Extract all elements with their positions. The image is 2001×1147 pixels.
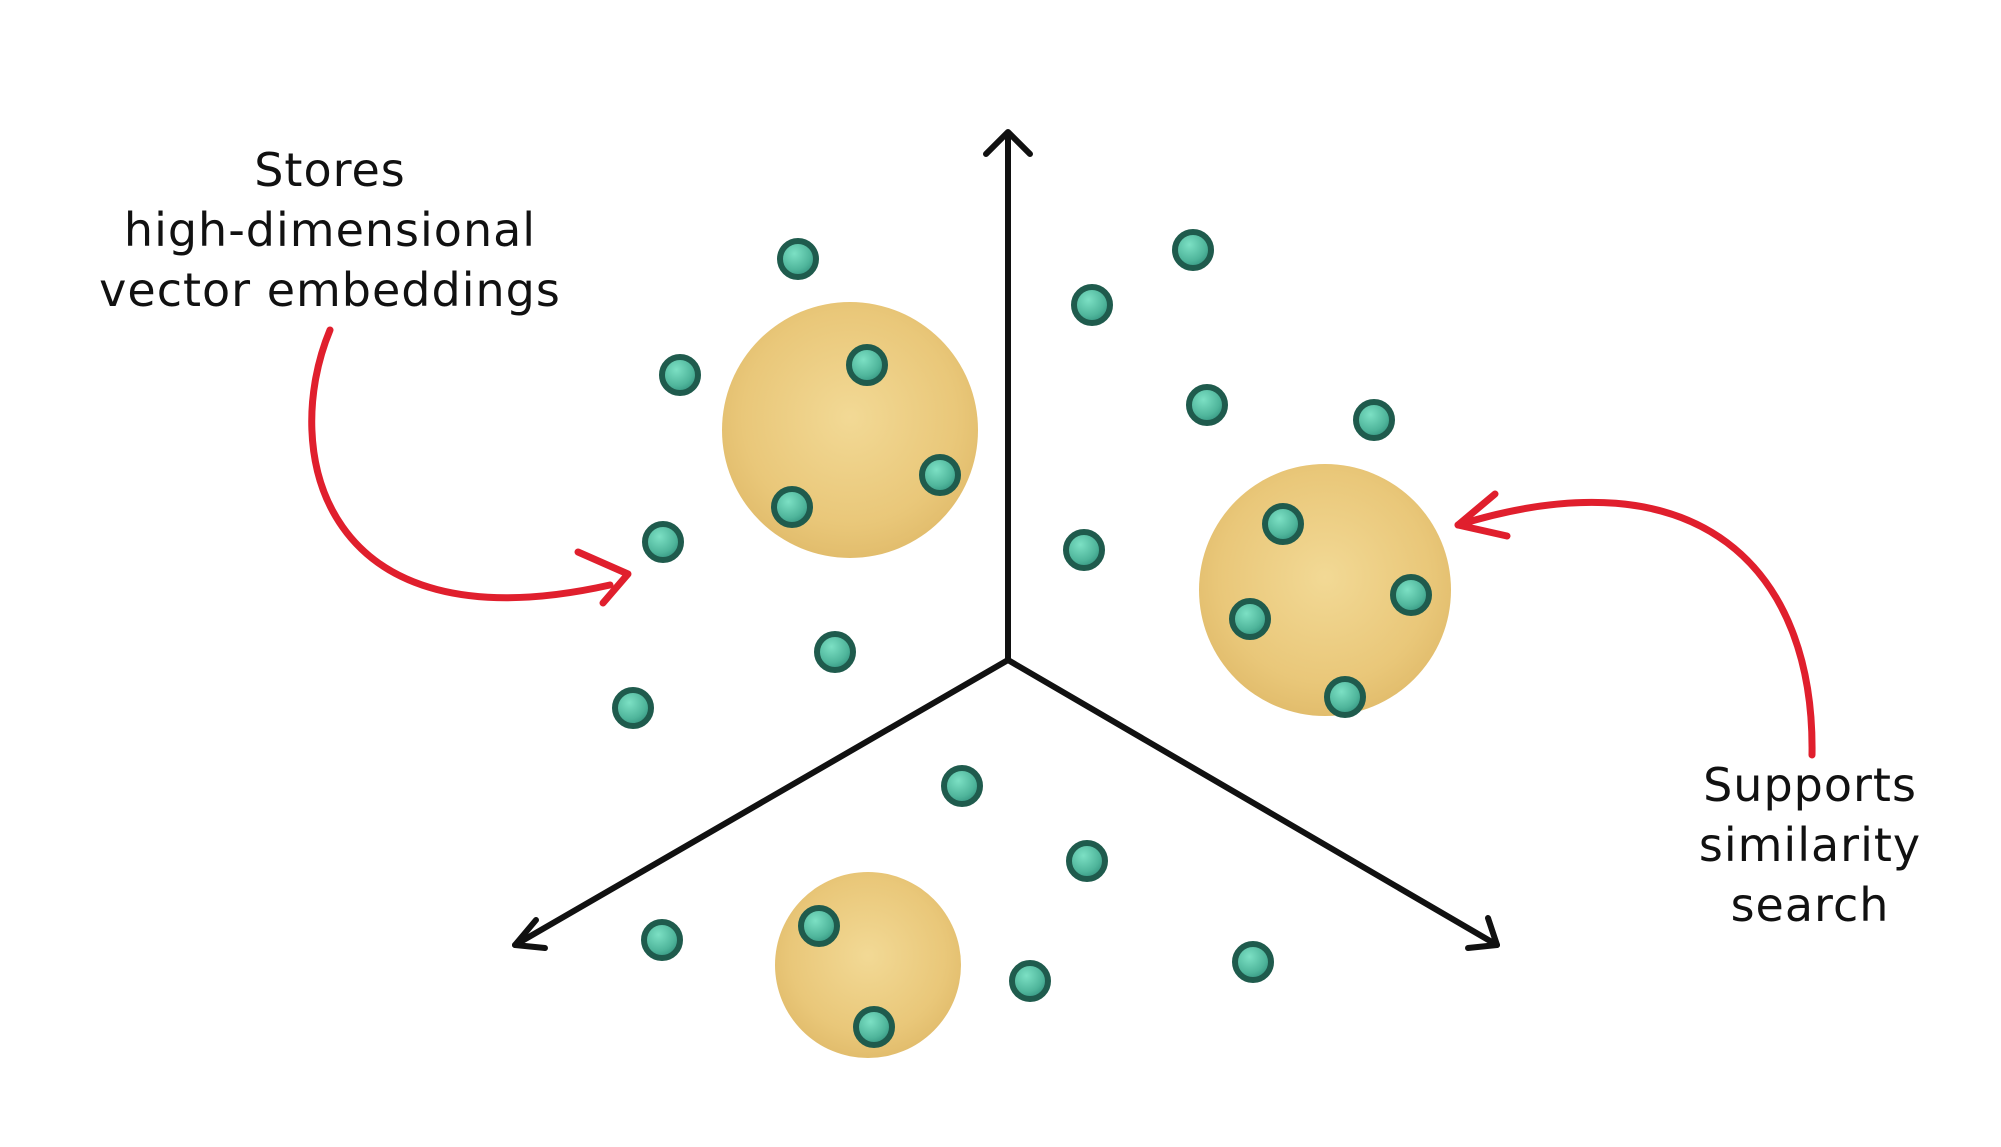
left-callout-arrow bbox=[308, 326, 614, 601]
callout-arrows bbox=[308, 326, 1816, 759]
left-annotation-line: high-dimensional bbox=[123, 203, 537, 257]
right-annotation-line: similarity bbox=[1698, 818, 1922, 872]
axis-x bbox=[512, 657, 1011, 948]
vector-point bbox=[1232, 941, 1274, 983]
right-annotation-line: Supports bbox=[1703, 758, 1917, 812]
axis-x-arrowhead bbox=[512, 917, 548, 951]
vector-point bbox=[777, 238, 819, 280]
left-annotation-line: Stores bbox=[254, 143, 406, 197]
vector-point bbox=[1009, 960, 1051, 1002]
vector-point bbox=[1063, 529, 1105, 571]
vector-point bbox=[659, 354, 701, 396]
vector-point bbox=[1262, 503, 1304, 545]
vector-points bbox=[612, 229, 1432, 1048]
axis-z bbox=[1005, 657, 1500, 948]
vector-point bbox=[941, 765, 983, 807]
vector-point bbox=[798, 905, 840, 947]
vector-point bbox=[612, 687, 654, 729]
right-annotation: Supports similarity search bbox=[1645, 755, 1975, 935]
vector-point bbox=[919, 454, 961, 496]
right-annotation-line: search bbox=[1730, 878, 1890, 932]
vector-point bbox=[642, 521, 684, 563]
vector-point bbox=[1066, 840, 1108, 882]
right-callout-arrowhead bbox=[1454, 490, 1511, 540]
vector-point bbox=[641, 919, 683, 961]
left-annotation-line: vector embeddings bbox=[99, 263, 561, 317]
vector-point bbox=[1229, 598, 1271, 640]
vector-point bbox=[846, 344, 888, 386]
vector-point bbox=[1353, 399, 1395, 441]
right-callout-arrow bbox=[1454, 498, 1816, 759]
vector-point bbox=[771, 486, 813, 528]
axis-z-arrowhead bbox=[1465, 915, 1500, 951]
left-callout-arrowhead bbox=[574, 548, 632, 607]
vector-point bbox=[1071, 284, 1113, 326]
vector-point bbox=[814, 631, 856, 673]
left-annotation: Stores high-dimensional vector embedding… bbox=[70, 140, 590, 320]
cluster-right bbox=[1199, 464, 1451, 716]
vector-point bbox=[1324, 676, 1366, 718]
vector-point bbox=[1186, 384, 1228, 426]
vector-point bbox=[1390, 574, 1432, 616]
vector-point bbox=[1172, 229, 1214, 271]
axes bbox=[512, 129, 1500, 951]
axis-y-arrowhead bbox=[983, 129, 1033, 157]
cluster-top-left bbox=[722, 302, 978, 558]
vector-point bbox=[853, 1006, 895, 1048]
